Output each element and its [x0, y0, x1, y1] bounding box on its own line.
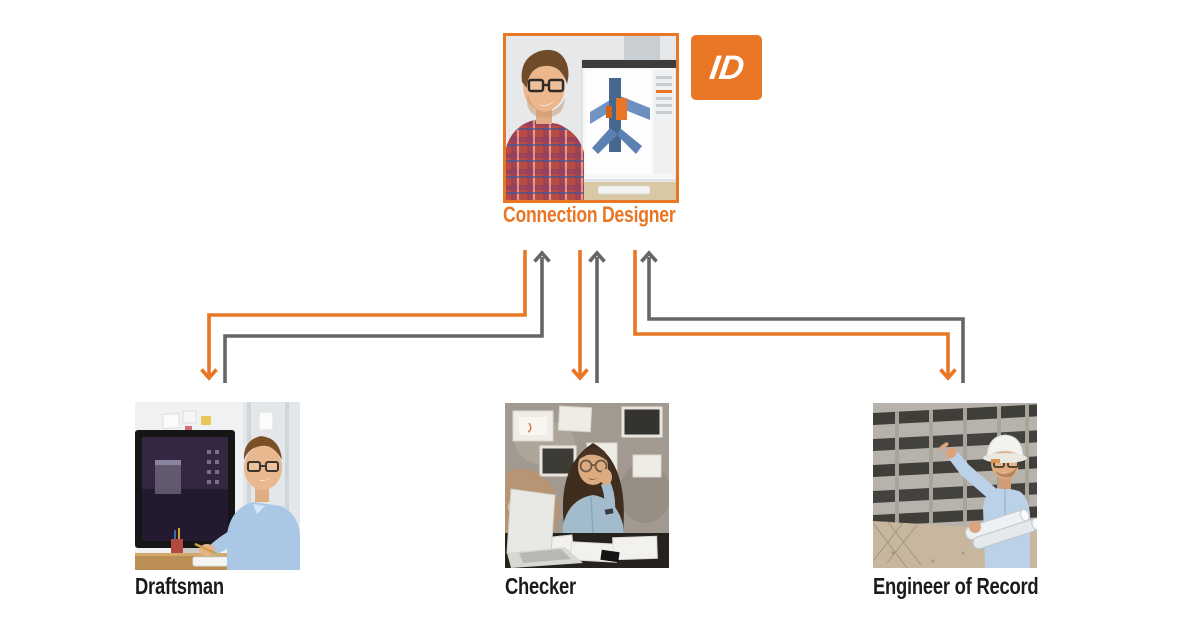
arrow-engineer-to-designer	[640, 250, 965, 383]
engineer-of-record-label: Engineer of Record	[873, 573, 1039, 599]
pointing-hand	[945, 447, 957, 459]
engineer-illustration	[873, 403, 1037, 568]
arm	[207, 528, 241, 556]
monitor-stand	[173, 548, 201, 553]
pen	[194, 542, 218, 556]
engineer-person	[939, 434, 1037, 568]
arrow-designer-to-checker	[571, 250, 589, 381]
pointing-arm	[949, 451, 999, 501]
checker-photo: HO	[505, 403, 669, 568]
glasses-icon	[527, 78, 565, 93]
draftsman-illustration	[135, 402, 300, 570]
connection-designer-illustration	[506, 36, 676, 200]
holding-hand	[969, 521, 981, 533]
large-monitor	[135, 430, 235, 553]
arrow-checker-to-designer	[588, 250, 606, 383]
wall-notes	[161, 410, 274, 432]
arrow-draftsman-to-designer	[223, 250, 551, 383]
connection-designer-photo	[503, 33, 679, 203]
pen-cup	[171, 528, 183, 553]
glasses-icon	[579, 459, 608, 473]
laptop	[506, 488, 583, 568]
fence-mesh	[873, 520, 922, 568]
arrow-designer-to-draftsman	[200, 250, 527, 381]
id-logo: ID	[691, 35, 762, 100]
designer-person	[506, 49, 584, 200]
connection-designer-label: Connection Designer	[503, 202, 676, 227]
arrow-designer-to-engineer	[633, 250, 957, 381]
glasses-icon	[247, 461, 279, 472]
draftsman-label: Draftsman	[135, 573, 224, 599]
monitor-with-cad	[581, 59, 676, 195]
arm-to-cheek	[601, 479, 616, 527]
checker-illustration: HO	[505, 403, 669, 568]
keyboard	[597, 185, 651, 195]
engineer-photo	[873, 403, 1037, 568]
hand	[600, 469, 612, 485]
checker-label: Checker	[505, 573, 576, 599]
draftsman-photo	[135, 402, 300, 570]
tablet	[600, 549, 620, 563]
draftsman-person	[194, 436, 300, 570]
blueprint-rolls	[965, 508, 1037, 550]
watch	[604, 508, 614, 515]
steel-connection-model	[590, 78, 650, 154]
hard-hat-icon	[983, 434, 1027, 463]
